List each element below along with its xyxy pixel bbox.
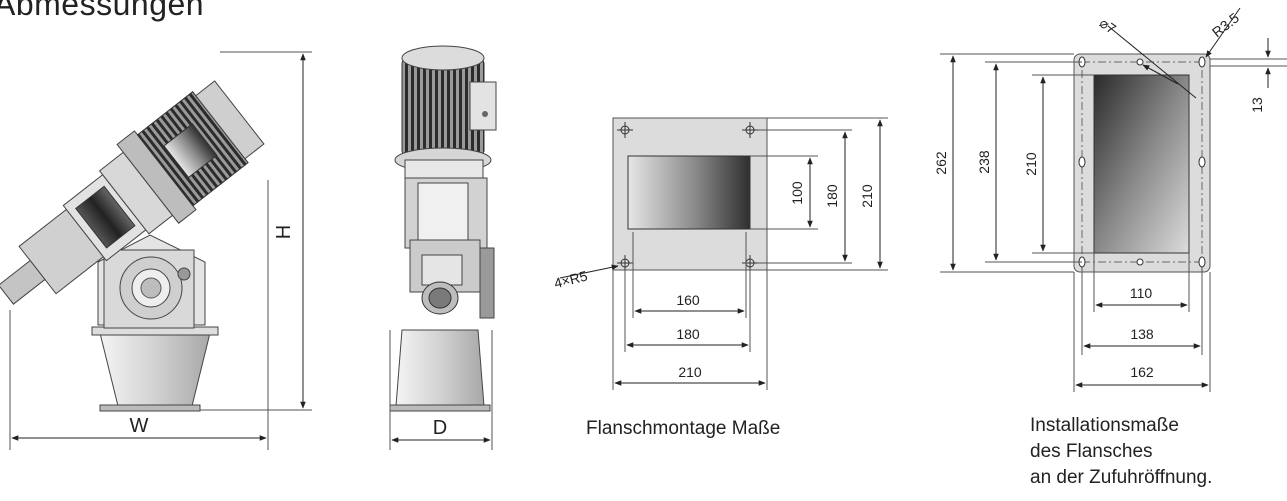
install-height-262: 262	[933, 151, 949, 175]
flange-height-210: 210	[859, 184, 875, 208]
flange-height-100: 100	[789, 181, 805, 205]
flange-width-180: 180	[676, 326, 700, 342]
width-label: W	[130, 415, 149, 437]
offset-label: 13	[1249, 97, 1265, 113]
hole-radius-label: R3.5	[1209, 9, 1242, 40]
installation-drawing	[940, 7, 1287, 392]
install-height-238: 238	[976, 150, 992, 174]
install-width-138: 138	[1130, 326, 1154, 342]
flange-width-210: 210	[678, 364, 702, 380]
depth-label: D	[433, 417, 447, 439]
install-width-110: 110	[1130, 285, 1153, 301]
install-caption-line-2: des Flansches	[1030, 441, 1153, 462]
flange-width-160: 160	[676, 292, 700, 308]
flange-height-180: 180	[824, 184, 840, 208]
install-width-162: 162	[1130, 364, 1154, 380]
height-label: H	[273, 225, 295, 239]
flange-mount-caption: Flanschmontage Maße	[586, 418, 781, 439]
install-caption-line-3: an der Zufuhröffnung.	[1030, 467, 1213, 488]
install-caption-line-1: Installationsmaße	[1030, 415, 1179, 436]
corner-radius-label: 4×R5	[552, 267, 589, 291]
flange-mount-drawing	[559, 117, 888, 390]
hole-diameter-label: ⌀7	[1097, 15, 1120, 38]
machine-side-view	[0, 51, 312, 450]
page-title: Abmessungen	[0, 0, 205, 22]
machine-front-view	[389, 45, 497, 450]
install-height-210: 210	[1023, 152, 1039, 176]
